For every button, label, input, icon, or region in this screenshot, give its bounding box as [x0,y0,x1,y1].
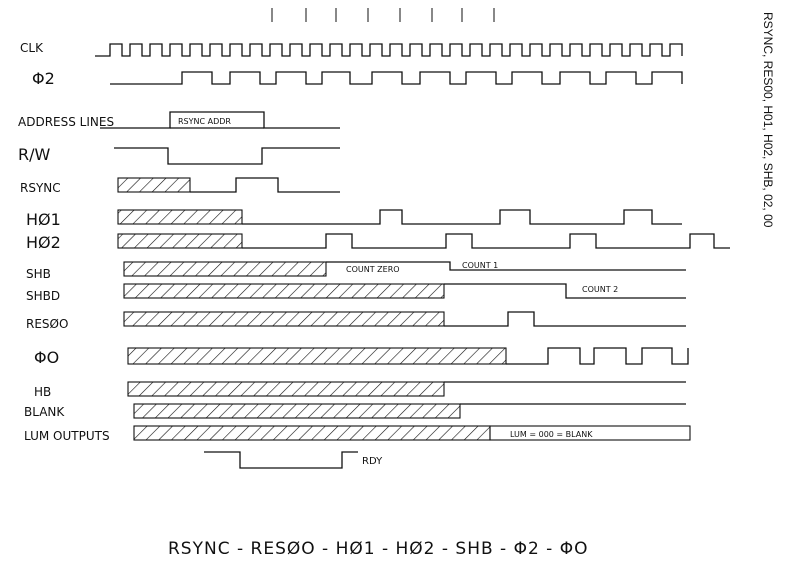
label-rw: R/W [18,145,51,164]
label-rsync: RSYNC [20,181,61,195]
annot-count-1: COUNT 1 [462,261,498,270]
label-hb: HB [34,385,51,399]
annot-count-zero: COUNT ZERO [346,265,400,274]
annot-rsync-addr: RSYNC ADDR [178,117,231,126]
wave-h01 [117,209,682,225]
label-shb: SHB [26,267,51,281]
annot-count-2: COUNT 2 [582,285,618,294]
label-clk: CLK [20,41,44,55]
wave-lum-outputs: LUM = 000 = BLANK [133,425,691,441]
annot-rdy: RDY [362,456,383,467]
wave-shbd: COUNT 2 [123,283,686,299]
diagram-caption: RSYNC - RESØO - HØ1 - HØ2 - SHB - Φ2 - Φ… [168,539,589,559]
wave-rdy: RDY [204,451,383,469]
label-shbd: SHBD [26,289,60,303]
label-address-lines: ADDRESS LINES [18,115,114,129]
wave-blank [133,403,686,419]
wave-res0 [123,311,686,327]
wave-shb: COUNT ZERO COUNT 1 [123,261,686,277]
side-title: RSYNC, RES00, H01, H02, SHB, 02, 00 [761,12,775,228]
label-h02: HØ2 [26,233,61,252]
wave-rsync [117,177,340,193]
wave-phi0 [127,347,689,365]
label-lum-outputs: LUM OUTPUTS [24,429,110,443]
wave-hb [127,381,686,397]
wave-phi2 [110,71,683,85]
label-phi0: ΦO [34,348,59,367]
label-phi2: Φ2 [32,69,55,88]
label-res0: RESØO [26,317,68,331]
top-tick-marks [271,8,495,22]
annot-lum-blank: LUM = 000 = BLANK [510,430,593,439]
wave-rw [114,147,340,165]
wave-address-lines: RSYNC ADDR [100,111,340,129]
wave-h02 [117,233,730,249]
label-h01: HØ1 [26,210,61,229]
wave-clk [95,43,683,57]
label-blank: BLANK [24,405,65,419]
